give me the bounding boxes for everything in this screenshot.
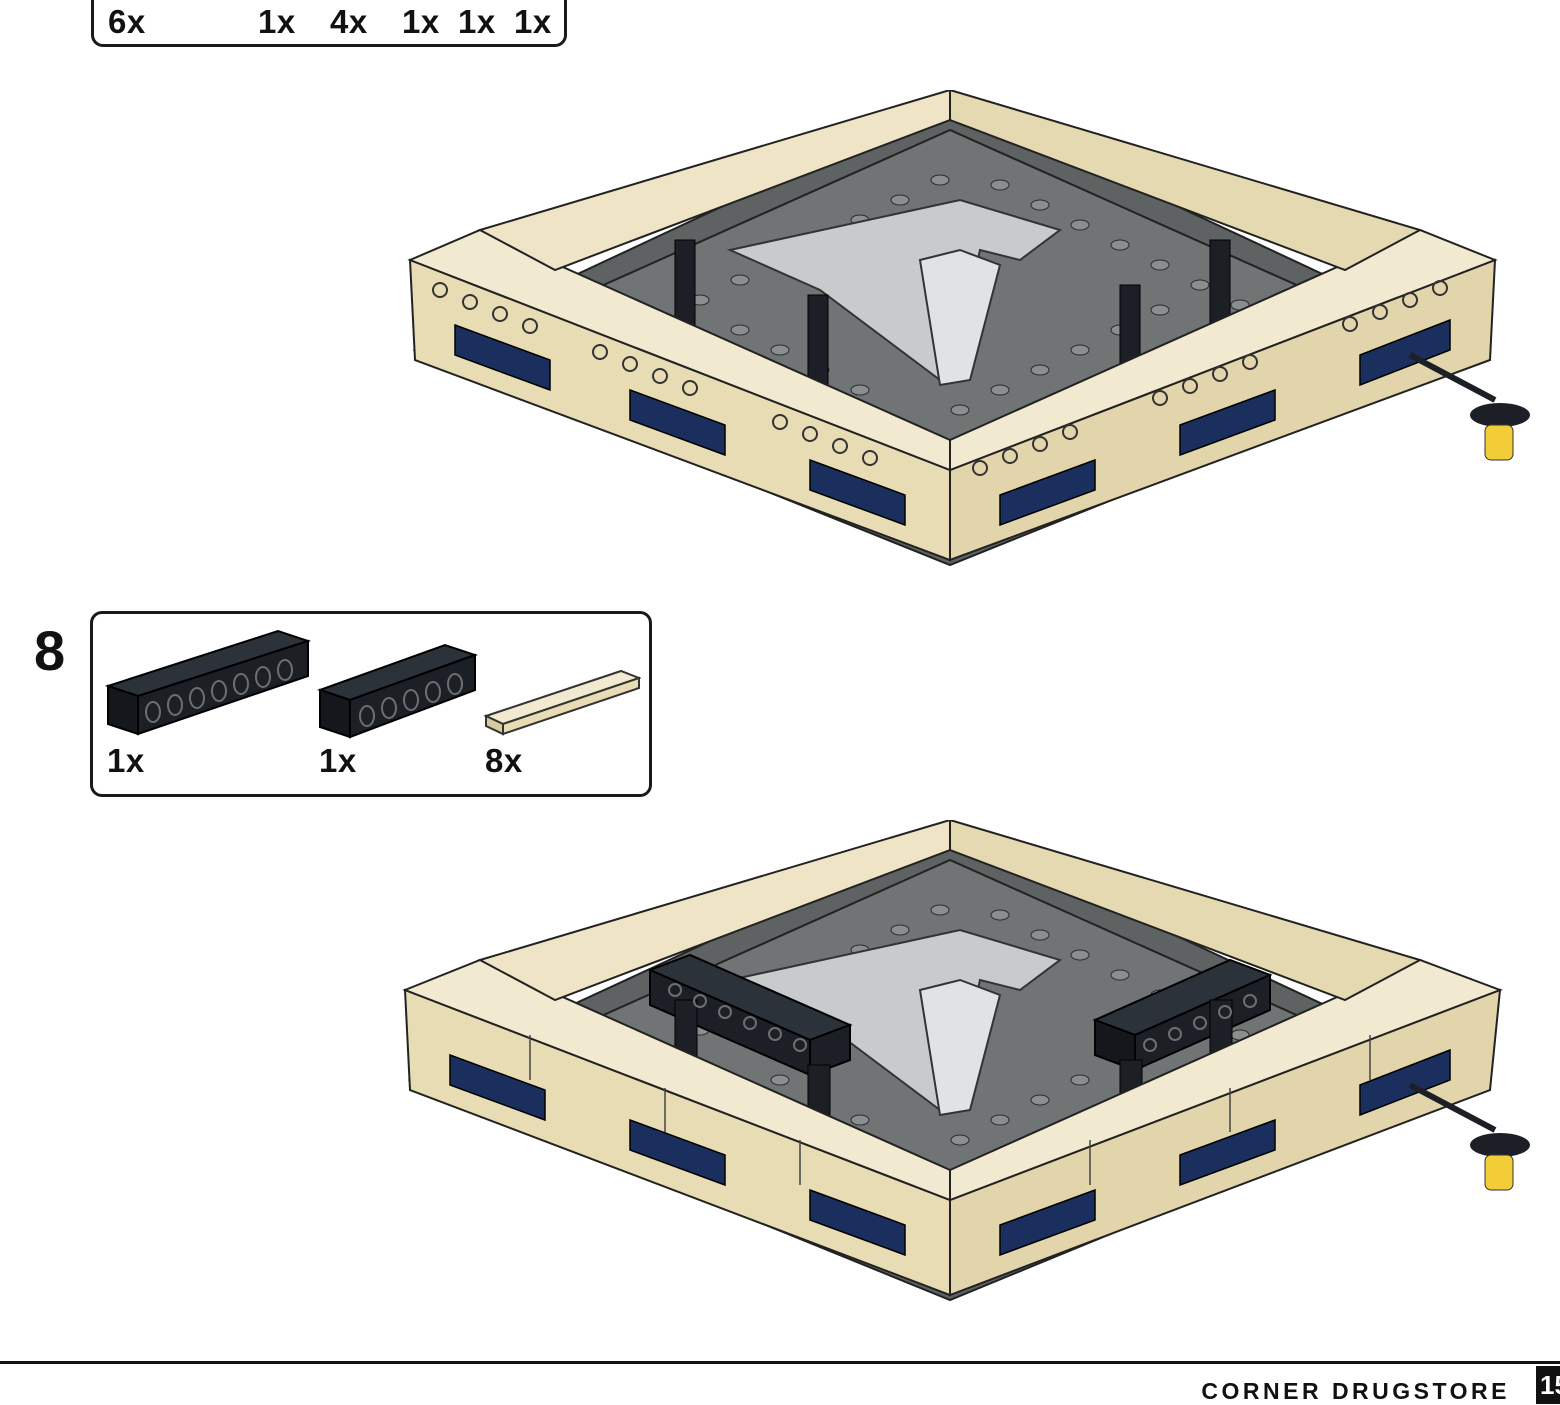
model-current-step (402, 820, 1530, 1302)
book-title: CORNER DRUGSTORE (1201, 1378, 1510, 1404)
part-qty: 6x (108, 3, 146, 40)
page-number: 15 (1536, 1366, 1560, 1404)
part-qty: 1x (319, 742, 357, 779)
part-qty: 8x (485, 742, 523, 779)
part-technic-brick-1x6 (316, 643, 479, 739)
part-tan-tile-1x6 (483, 669, 641, 736)
previous-parts-list: 6x 1x 4x 1x 1x 1x (91, 0, 567, 47)
step-number: 8 (34, 619, 66, 682)
part-qty: 1x (402, 3, 440, 40)
part-technic-brick-1x8 (104, 629, 312, 736)
part-qty: 1x (107, 742, 145, 779)
model-previous-step (407, 90, 1530, 567)
footer-divider (0, 1361, 1560, 1364)
part-qty: 1x (258, 3, 296, 40)
part-qty: 4x (330, 3, 368, 40)
part-qty: 1x (458, 3, 496, 40)
part-qty: 1x (514, 3, 552, 40)
step-parts-list: 1x 1x 8x (90, 611, 652, 797)
